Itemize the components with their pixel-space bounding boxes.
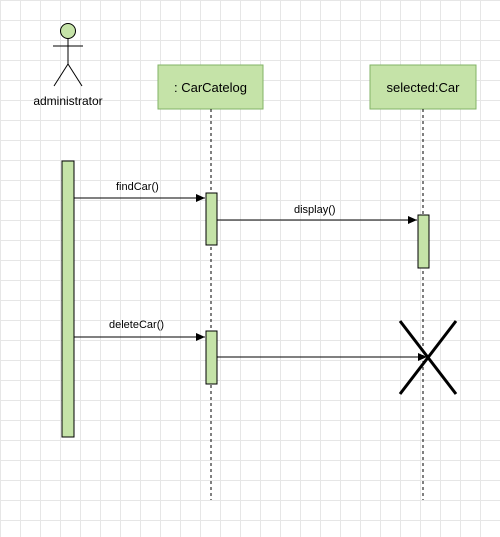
participant-box-selected-car[interactable]: [369, 64, 477, 110]
activation-bar-administrator[interactable]: [61, 160, 75, 438]
destroy-x-icon[interactable]: [398, 320, 458, 395]
activation-bar-selected-car[interactable]: [417, 214, 430, 269]
participant-label-carcatelog: : CarCatelog: [174, 80, 247, 95]
participant-label-selected-car: selected:Car: [386, 80, 460, 95]
activation-bar-carcatelog-2[interactable]: [205, 330, 218, 385]
stick-figure-icon[interactable]: [53, 23, 83, 87]
actor-label: administrator: [33, 94, 103, 108]
activation-bar-carcatelog-1[interactable]: [205, 192, 218, 246]
message-label-findcar: findCar(): [116, 181, 159, 193]
message-label-deletecar: deleteCar(): [109, 319, 165, 331]
message-label-display: display(): [294, 204, 336, 216]
